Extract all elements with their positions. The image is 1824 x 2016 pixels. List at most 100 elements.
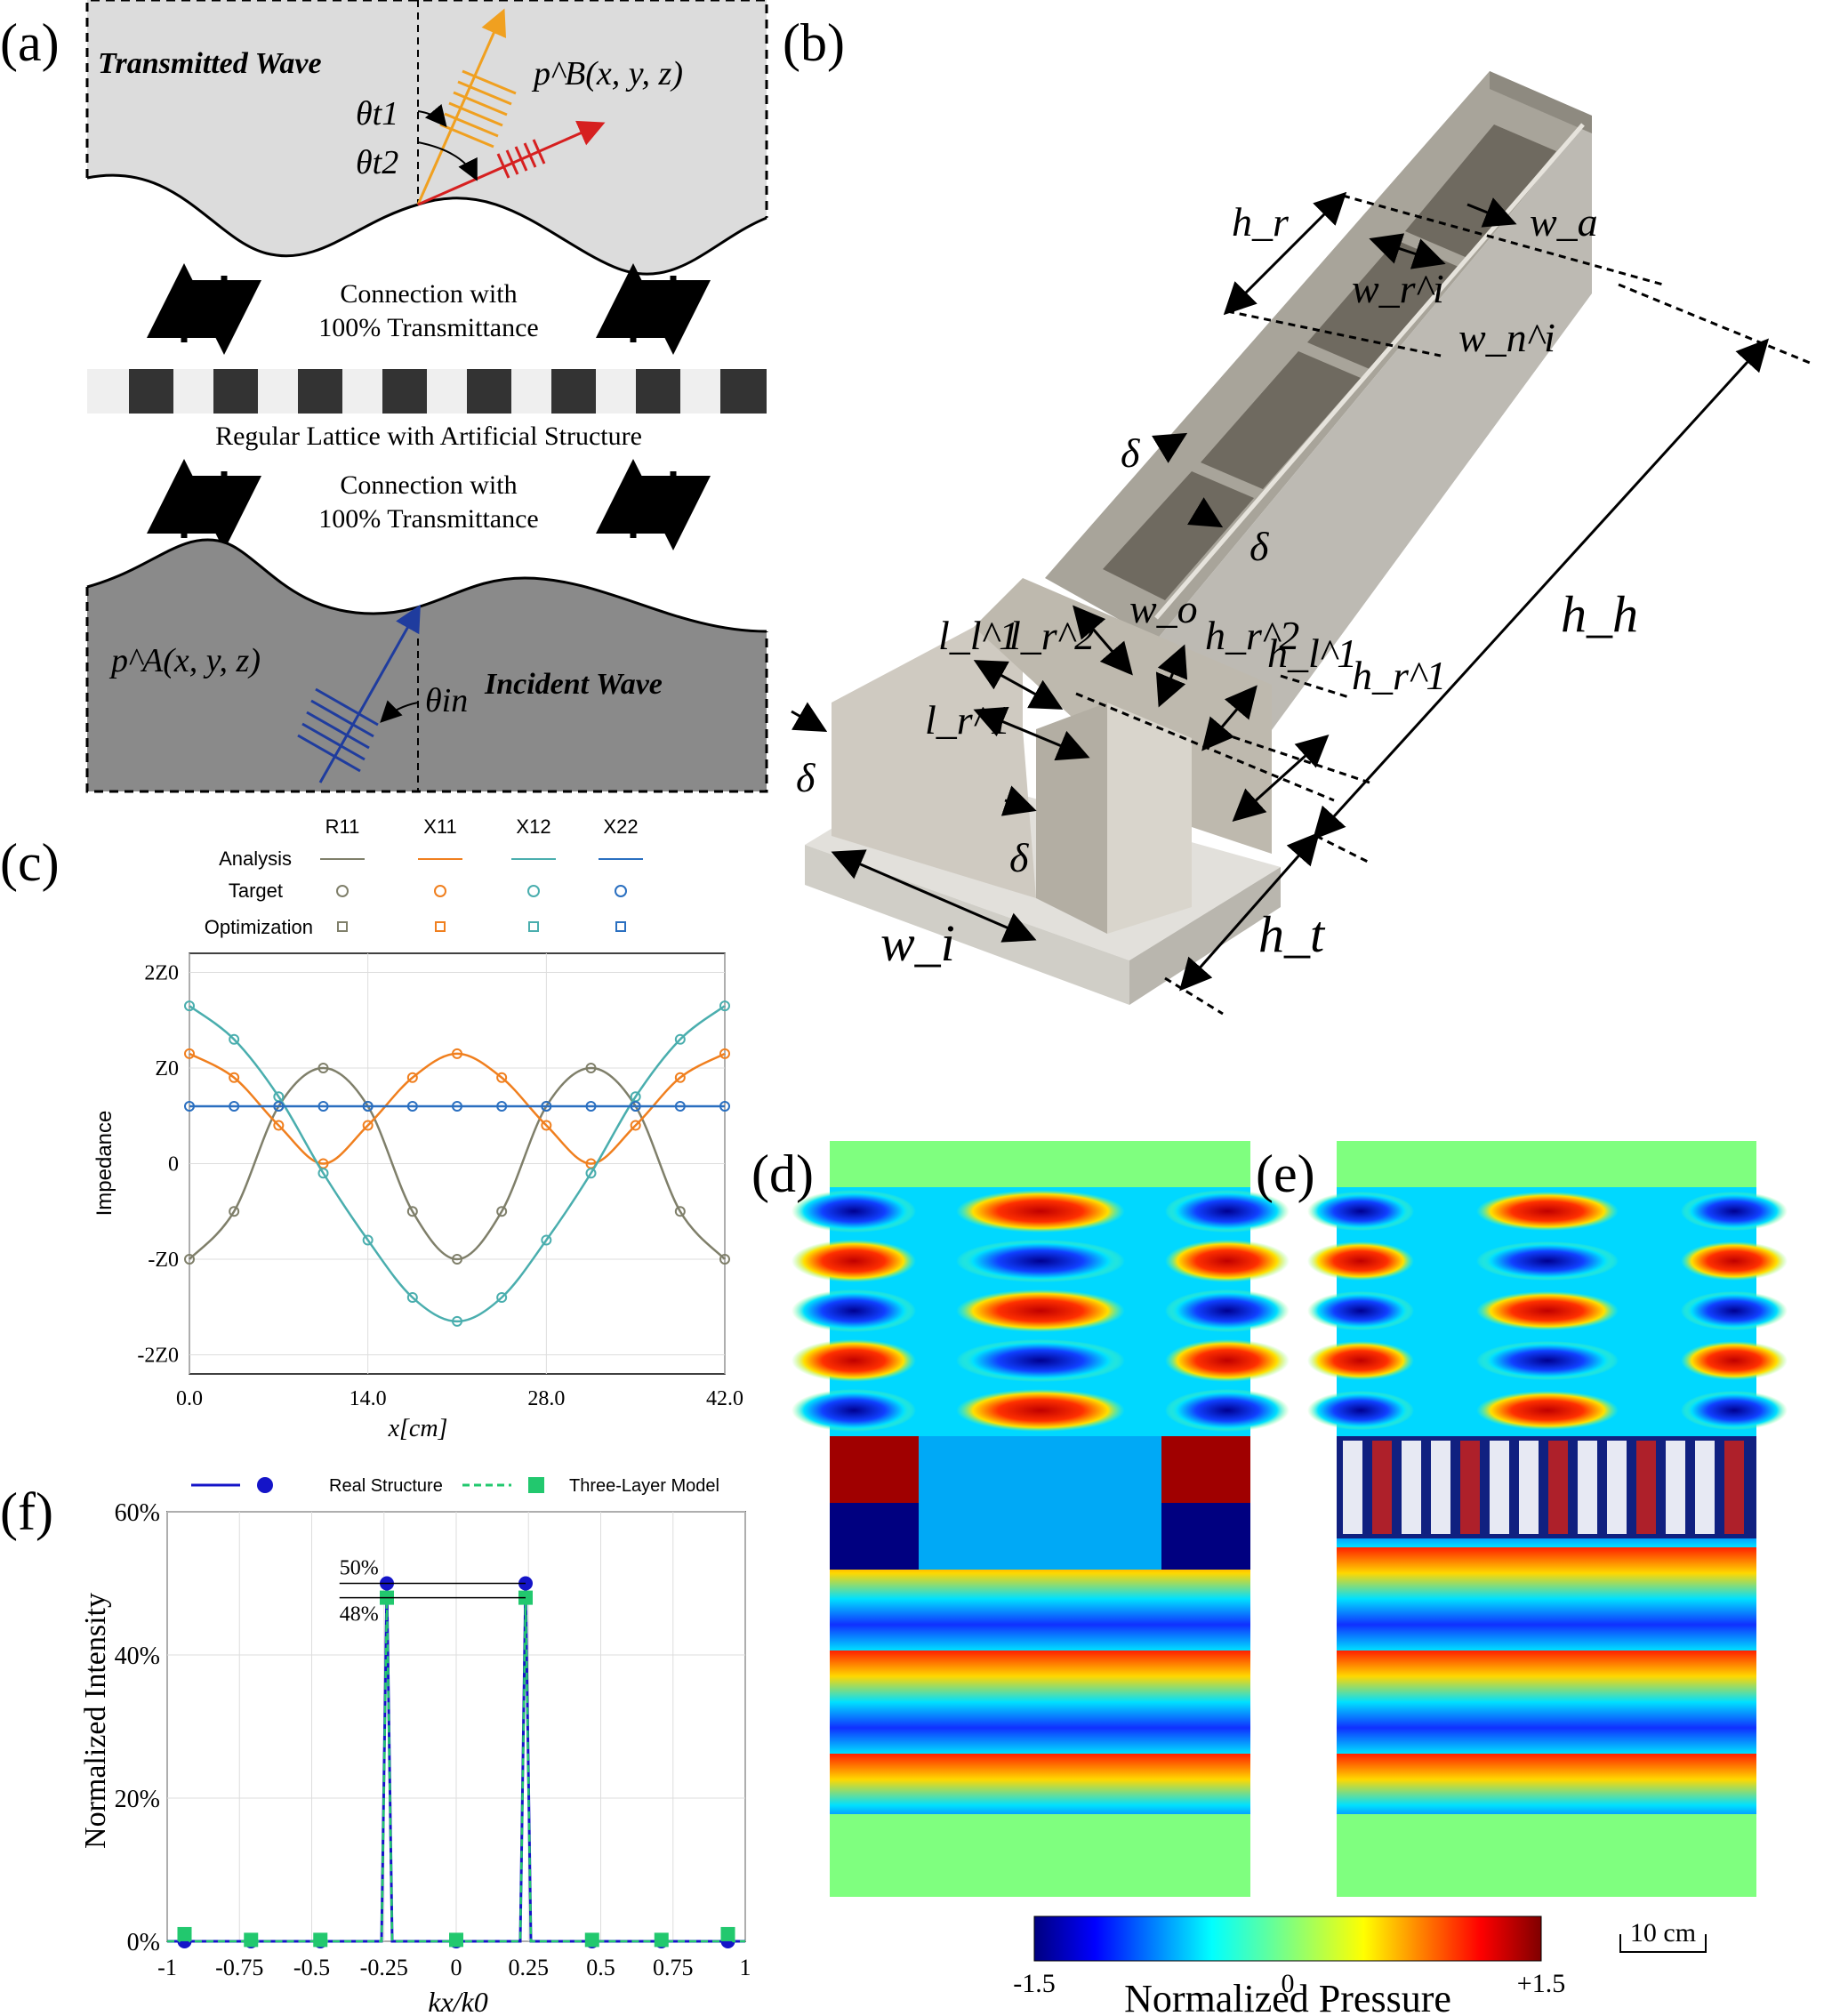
panel-c: (c) R11 X11 X12 X22 Analysis Target Opti… xyxy=(0,815,743,1442)
c-point-X12 xyxy=(452,1315,462,1327)
c-point-R11 xyxy=(719,1254,730,1265)
connection-text-1a: Connection with xyxy=(340,279,517,309)
colorbar-max: +1.5 xyxy=(1517,1969,1565,1998)
field-e-lower-waves xyxy=(1337,1538,1756,1814)
transmitted-wave-arrow-2 xyxy=(417,120,606,206)
colorbar: -1.5 0 +1.5 Normalized Pressure 10 cm xyxy=(1013,1916,1707,2016)
c-point-X11 xyxy=(452,1048,462,1059)
lower-half-space xyxy=(87,539,767,791)
f-xtick-label: 0.5 xyxy=(586,1955,615,1980)
panel-e-label: (e) xyxy=(1256,1145,1315,1203)
f-point-model xyxy=(584,1932,599,1948)
field-d-ms-center xyxy=(919,1436,1161,1570)
f-ytick-label: 20% xyxy=(115,1786,160,1813)
f-point-model xyxy=(177,1926,192,1941)
c-point-X11 xyxy=(406,1072,418,1083)
panel-b: (b) xyxy=(783,13,1815,1016)
c-point-X22 xyxy=(630,1101,641,1112)
c-point-X22 xyxy=(719,1101,730,1112)
dim-h_r_2: h_r^2 xyxy=(1205,613,1299,658)
dim-delta-2: δ xyxy=(1249,524,1269,569)
f-xtick-label: -0.75 xyxy=(215,1955,263,1980)
dim-w_o: w_o xyxy=(1129,586,1198,631)
c-point-R11 xyxy=(229,1206,240,1217)
pA-label: p^A(x, y, z) xyxy=(108,642,261,679)
c-ytick-label: 0 xyxy=(168,1153,179,1177)
dim-w_n_i: w_n^i xyxy=(1458,315,1555,360)
angle-arc-t2 xyxy=(417,141,478,181)
legend-c: R11 X11 X12 X22 Analysis Target Optimiza… xyxy=(205,815,639,938)
connection-text-2b: 100% Transmittance xyxy=(318,504,539,534)
c-xlabel: x[cm] xyxy=(388,1415,448,1442)
legend-col-x22: X22 xyxy=(603,815,638,838)
c-point-X12 xyxy=(362,1234,374,1246)
f-ytick-label: 40% xyxy=(115,1643,160,1670)
legend-f-model: Three-Layer Model xyxy=(569,1476,719,1496)
c-point-X22 xyxy=(452,1101,462,1112)
f-point-model xyxy=(244,1932,259,1948)
panel-c-label: (c) xyxy=(0,833,60,892)
scale-bar-label: 10 cm xyxy=(1630,1918,1696,1948)
f-xtick-label: -0.25 xyxy=(360,1955,408,1980)
c-xtick-label: 28.0 xyxy=(527,1387,565,1410)
legend-col-x12: X12 xyxy=(516,815,550,838)
c-point-X22 xyxy=(229,1101,240,1112)
colorbar-gradient xyxy=(1033,1916,1542,1962)
wavefronts-orange xyxy=(439,69,517,149)
dim-delta-4: δ xyxy=(1009,835,1029,880)
c-point-R11 xyxy=(674,1206,686,1217)
e-slot xyxy=(1402,1441,1421,1534)
dim-h_h: h_h xyxy=(1561,585,1638,643)
c-xtick-label: 0.0 xyxy=(176,1387,203,1410)
c-xtick-label: 42.0 xyxy=(706,1387,743,1410)
f-xlabel: kx/k0 xyxy=(428,1986,488,2016)
theta-in-label: θin xyxy=(425,682,468,719)
f-xtick-label: 1 xyxy=(740,1955,751,1980)
dim-w_a: w_a xyxy=(1530,199,1598,245)
dim-l_r_2: l_r^2 xyxy=(1009,613,1095,658)
pB-label: p^B(x, y, z) xyxy=(531,55,683,92)
c-point-X12 xyxy=(719,1000,730,1012)
incident-wave-arrow xyxy=(318,604,421,783)
e-slot xyxy=(1636,1441,1656,1534)
dim-h_r: h_r xyxy=(1232,199,1290,245)
colorbar-title: Normalized Pressure xyxy=(1124,1977,1451,2016)
field-d-lower-waves xyxy=(830,1570,1250,1814)
c-point-X11 xyxy=(229,1072,240,1083)
dim-h_t: h_t xyxy=(1258,905,1326,963)
colorbar-mid: 0 xyxy=(1282,1969,1295,1998)
wavefronts-blue xyxy=(297,687,379,773)
dim-w_i: w_i xyxy=(880,914,955,972)
c-point-X11 xyxy=(184,1048,195,1059)
c-point-X22 xyxy=(541,1101,552,1112)
c-ylabel: Impedance xyxy=(92,1111,117,1217)
connection-arrows-bottom xyxy=(147,459,711,550)
angle-arc-t1 xyxy=(417,103,447,128)
c-point-R11 xyxy=(184,1254,195,1265)
c-point-X22 xyxy=(273,1101,285,1112)
legend-row-optimization: Optimization xyxy=(205,916,313,938)
field-d-ms-right-blue xyxy=(1161,1503,1250,1570)
f-point-model xyxy=(654,1932,669,1948)
field-d-ms-left-red xyxy=(830,1436,919,1503)
c-point-X12 xyxy=(496,1292,508,1303)
dimension-lines xyxy=(791,191,1815,1016)
c-point-X22 xyxy=(406,1101,418,1112)
lower-boundary xyxy=(85,587,768,793)
e-slot xyxy=(1490,1441,1509,1534)
c-point-X11 xyxy=(362,1120,374,1131)
f-ytick-label: 60% xyxy=(115,1499,160,1527)
e-slot xyxy=(1578,1441,1597,1534)
c-point-X11 xyxy=(273,1120,285,1131)
panel-f-label: (f) xyxy=(0,1482,53,1541)
c-point-X22 xyxy=(496,1101,508,1112)
c-point-X12 xyxy=(406,1292,418,1303)
e-slot xyxy=(1695,1441,1715,1534)
e-slot xyxy=(1548,1441,1568,1534)
dim-l_l_1: l_l^1 xyxy=(938,613,1019,658)
wavefronts-red xyxy=(496,139,546,179)
theta-t1-label: θt1 xyxy=(356,95,398,133)
c-point-X11 xyxy=(496,1072,508,1083)
